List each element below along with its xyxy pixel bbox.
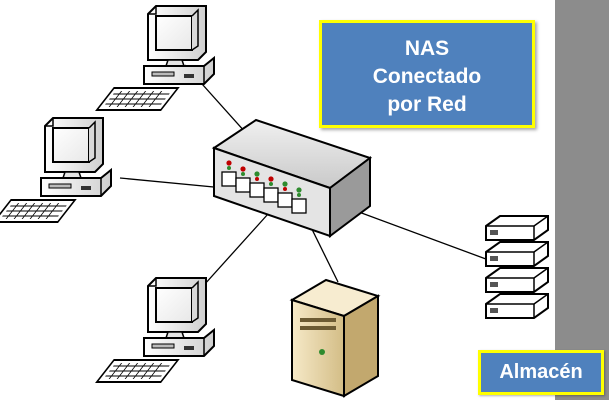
server-icon (289, 278, 381, 398)
workstation-icon (0, 117, 112, 223)
nas-callout-line-3: por Red (387, 93, 467, 116)
nas-callout-line-2: Conectado (372, 65, 482, 88)
network-switch-icon (211, 118, 373, 238)
storage-array-icon (485, 215, 549, 319)
storage-callout: Almacén (478, 350, 604, 395)
nas-callout: NAS Conectado por Red (319, 20, 535, 128)
workstation-icon (95, 5, 215, 111)
workstation-icon (95, 277, 215, 383)
nas-callout-line-1: NAS (404, 37, 450, 60)
side-band (555, 0, 609, 400)
